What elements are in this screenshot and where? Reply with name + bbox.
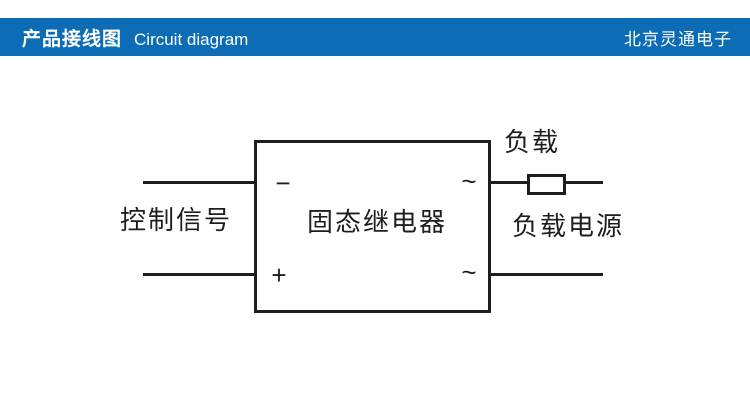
load-power-wire [490,273,603,276]
load-wire-left [490,181,528,184]
ac-terminal-bottom: ~ [461,257,477,287]
company-name: 北京灵通电子 [624,29,732,49]
header-bar: 产品接线图 Circuit diagram 北京灵通电子 [0,18,750,56]
load-resistor-symbol [527,174,566,195]
minus-terminal: − [275,168,291,198]
relay-label: 固态继电器 [306,207,448,237]
control-signal-label: 控制信号 [119,205,233,235]
page-subtitle: Circuit diagram [134,29,249,49]
load-label: 负载 [503,127,561,157]
header-titles: 产品接线图 Circuit diagram [22,24,248,51]
load-power-label: 负载电源 [511,211,625,241]
relay-box [254,140,491,313]
ac-terminal-top: ~ [461,166,477,196]
circuit-diagram: 固态继电器 − + ~ ~ 控制信号 负载 负载电源 [0,56,750,412]
control-wire-top [143,181,254,184]
load-wire-right [565,181,603,184]
plus-terminal: + [271,260,287,290]
page-title: 产品接线图 [22,28,123,50]
control-wire-bottom [143,273,254,276]
